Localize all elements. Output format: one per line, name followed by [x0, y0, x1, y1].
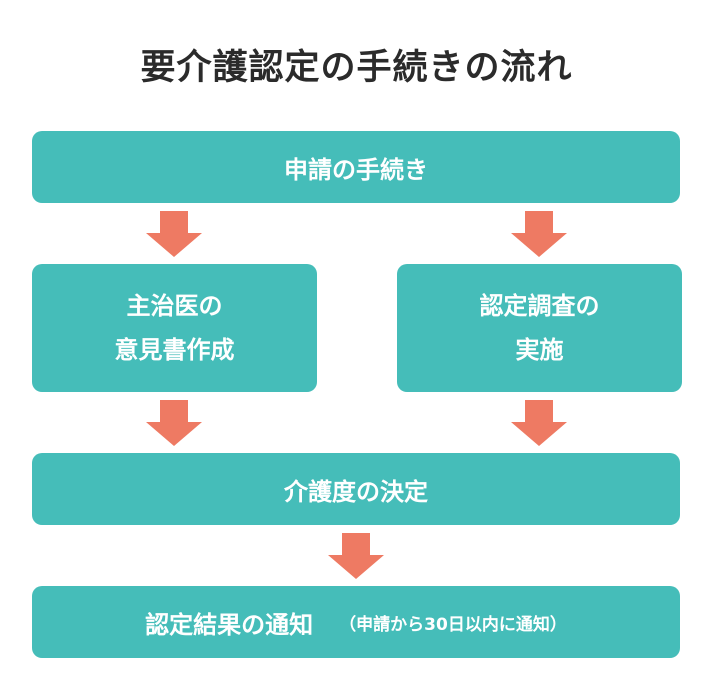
step-doctor-opinion-line2: 意見書作成 [114, 336, 235, 364]
step-doctor-opinion-box: 主治医の 意見書作成 [32, 264, 317, 392]
arrow-down-icon [511, 211, 567, 257]
step-notice-label: 認定結果の通知 [145, 610, 314, 639]
step-notice-note: （申請から30日以内に通知） [339, 614, 567, 635]
arrow-down-icon [511, 400, 567, 446]
step-application-box: 申請の手続き [32, 131, 680, 203]
arrow-down-icon [146, 400, 202, 446]
arrow-down-icon [328, 533, 384, 579]
step-application-label: 申請の手続き [284, 155, 428, 184]
arrow-down-icon [146, 211, 202, 257]
step-decision-box: 介護度の決定 [32, 453, 680, 525]
step-notice-box: 認定結果の通知 （申請から30日以内に通知） [32, 586, 680, 658]
step-decision-label: 介護度の決定 [284, 477, 428, 506]
step-survey-line1: 認定調査の [479, 292, 600, 320]
step-doctor-opinion-line1: 主治医の [126, 292, 223, 320]
step-survey-line2: 実施 [515, 336, 564, 364]
page-title: 要介護認定の手続きの流れ [140, 48, 573, 88]
step-survey-box: 認定調査の 実施 [397, 264, 682, 392]
